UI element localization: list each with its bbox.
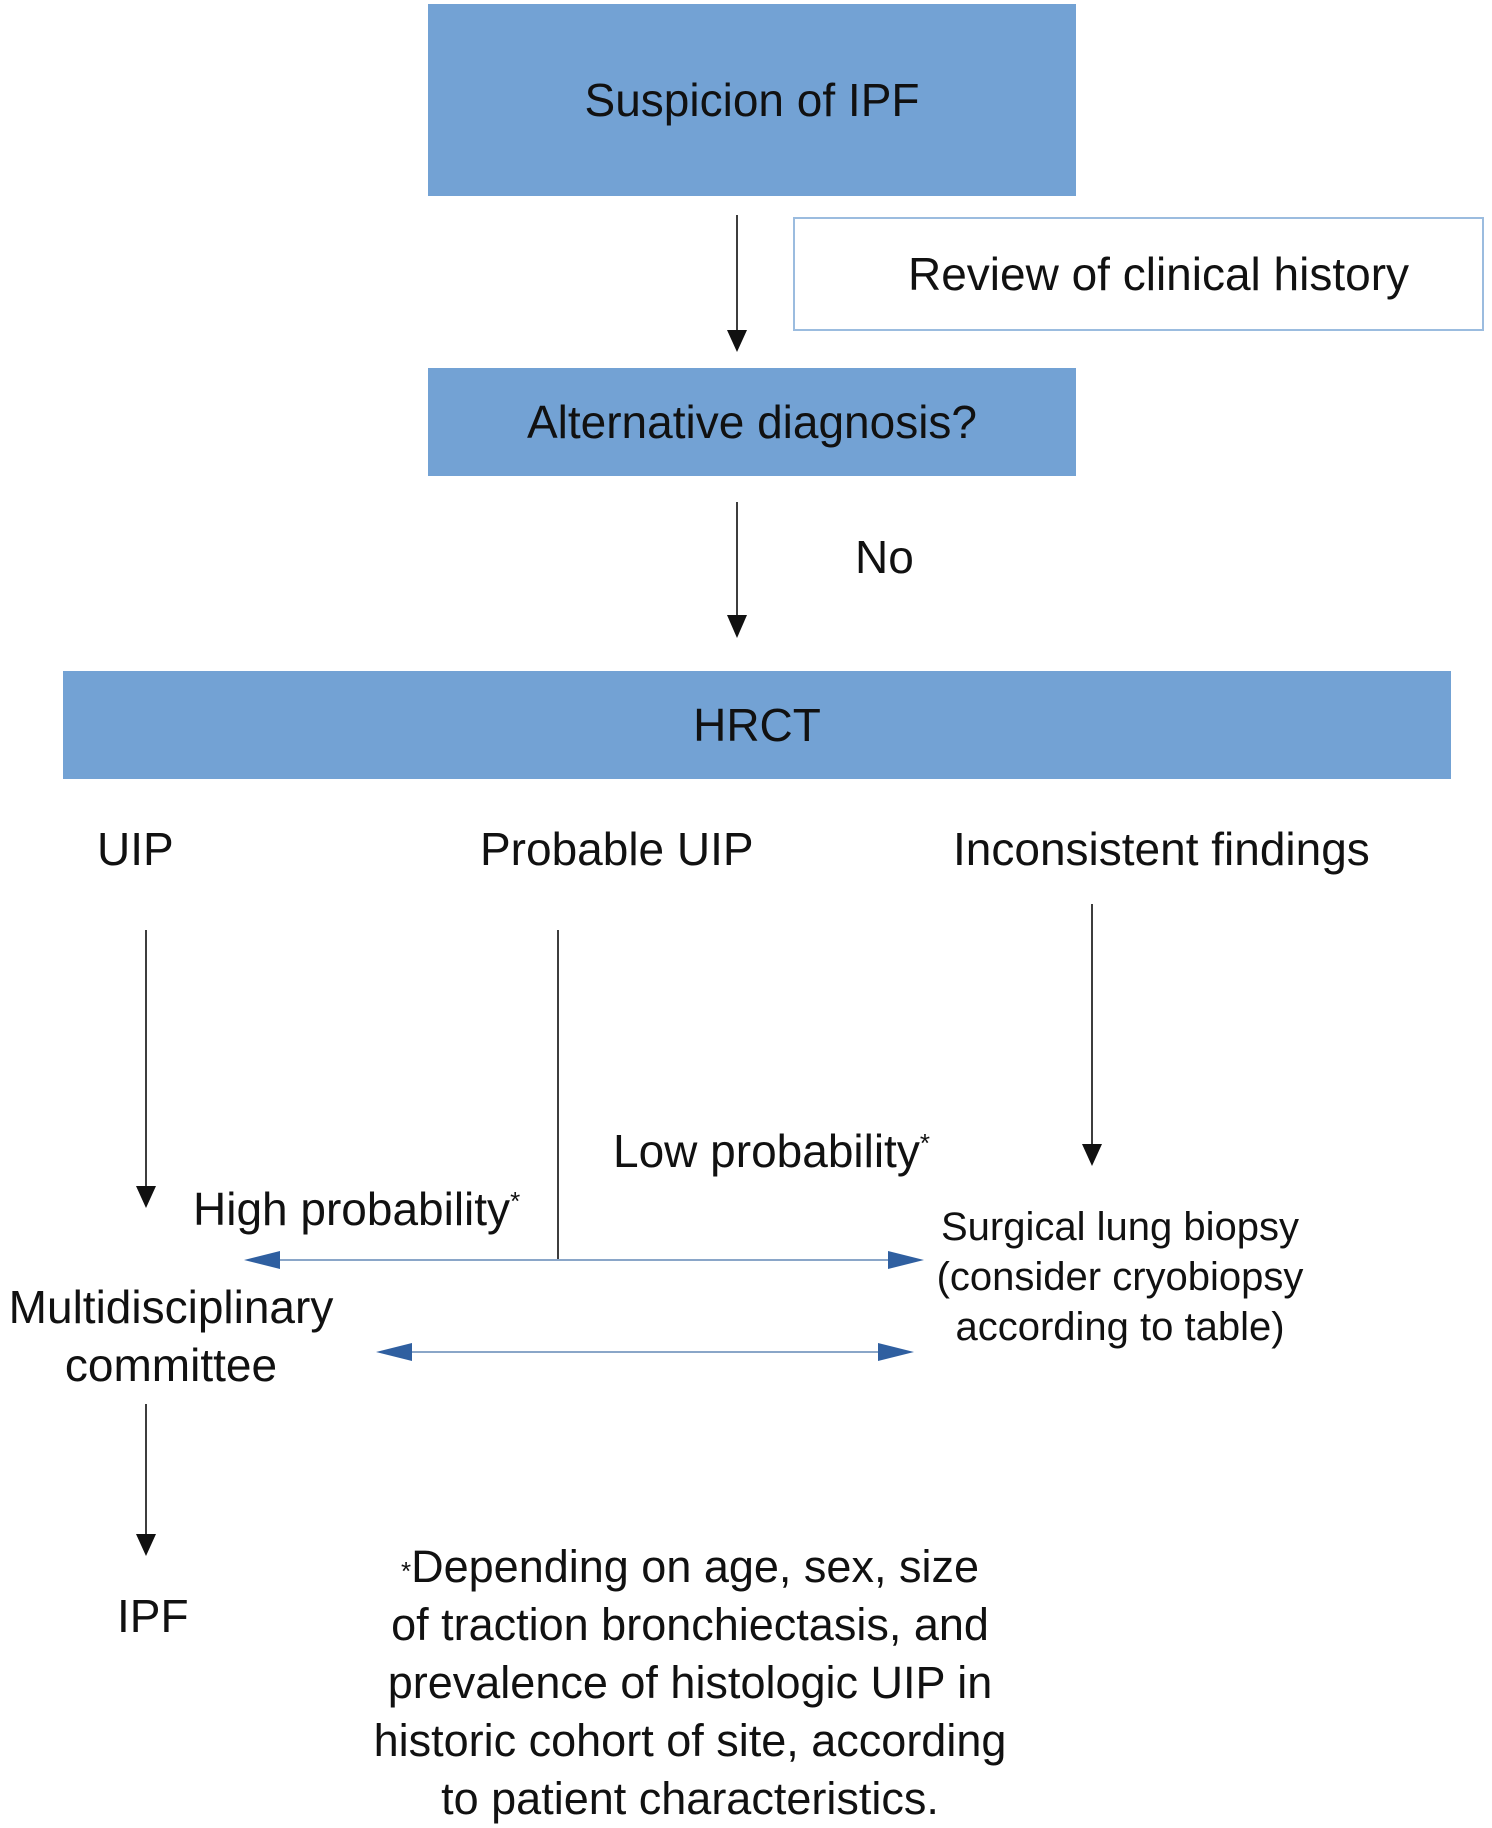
high-probability-label: High probability*	[193, 1182, 520, 1236]
no-label: No	[855, 531, 914, 583]
committee-line-2: committee	[64, 1339, 278, 1391]
review-box: Review of clinical history	[793, 217, 1484, 331]
suspicion-label: Suspicion of IPF	[584, 74, 920, 126]
footnote-line-4: historic cohort of site, according	[373, 1715, 1007, 1766]
footnote-asterisk: *	[400, 1556, 412, 1586]
surgical-biopsy-label: Surgical lung biopsy (consider cryobiops…	[920, 1202, 1320, 1352]
committee-line-1: Multidisciplinary	[8, 1281, 334, 1333]
arrowhead-ipf	[136, 1534, 156, 1556]
arrowhead-high-probability	[244, 1251, 280, 1269]
footnote-line-3: prevalence of histologic UIP in	[387, 1657, 993, 1708]
footnote-line-1: *Depending on age, sex, size	[400, 1541, 979, 1592]
low-probability-asterisk: *	[919, 1128, 930, 1158]
alternative-diagnosis-box: Alternative diagnosis?	[428, 368, 1076, 476]
footnote-line-2: of traction bronchiectasis, and	[391, 1599, 989, 1650]
arrowhead-committee	[136, 1186, 156, 1208]
low-probability-text: Low probability	[613, 1125, 920, 1177]
footnote-line-5: to patient characteristics.	[441, 1773, 939, 1824]
arrowhead-alternative	[727, 330, 747, 352]
biopsy-line-2: (consider cryobiopsy	[936, 1255, 1304, 1299]
biopsy-line-3: according to table)	[955, 1305, 1285, 1349]
arrowhead-double-right	[878, 1343, 914, 1361]
high-probability-asterisk: *	[510, 1186, 521, 1216]
footnote: *Depending on age, sex, size of traction…	[330, 1538, 1050, 1828]
biopsy-line-1: Surgical lung biopsy	[941, 1205, 1299, 1249]
committee-label: Multidisciplinary committee	[0, 1278, 342, 1394]
suspicion-box: Suspicion of IPF	[428, 4, 1076, 196]
review-label: Review of clinical history	[907, 248, 1410, 300]
alternative-diagnosis-label: Alternative diagnosis?	[526, 396, 978, 448]
hrct-box: HRCT	[63, 671, 1451, 779]
arrowhead-hrct	[727, 615, 747, 638]
arrowhead-biopsy	[1082, 1144, 1102, 1166]
probable-uip-label: Probable UIP	[480, 823, 754, 875]
hrct-label: HRCT	[693, 699, 821, 751]
inconsistent-findings-label: Inconsistent findings	[953, 823, 1370, 875]
low-probability-label: Low probability*	[613, 1124, 930, 1178]
ipf-label: IPF	[117, 1590, 189, 1642]
uip-label: UIP	[97, 823, 174, 875]
arrowhead-low-probability	[888, 1251, 924, 1269]
arrowhead-double-left	[376, 1343, 412, 1361]
high-probability-text: High probability	[193, 1183, 511, 1235]
